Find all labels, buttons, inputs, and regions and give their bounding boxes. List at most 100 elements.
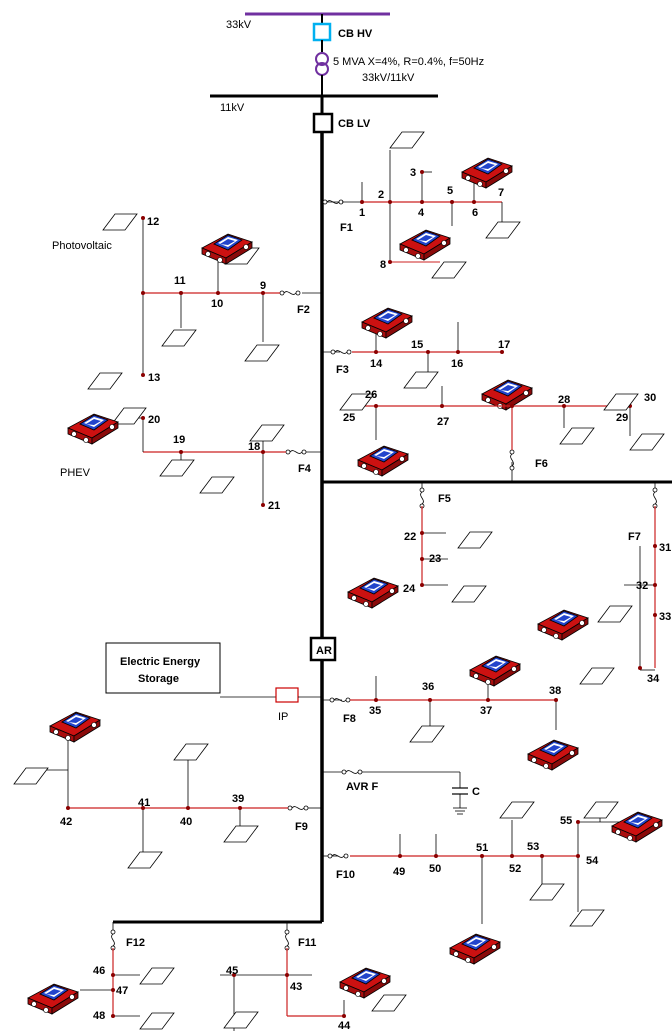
pv-panel-f3 xyxy=(403,371,439,389)
node-label-26: 26 xyxy=(365,389,377,401)
fuse-f1[interactable] xyxy=(322,199,344,205)
pv-panel-f5-b xyxy=(451,585,487,603)
node-label-24: 24 xyxy=(403,583,416,595)
ev-f1-b xyxy=(399,229,451,261)
ev-f10-b xyxy=(611,811,663,843)
node-label-9: 9 xyxy=(260,280,266,292)
ip-interface-box[interactable] xyxy=(275,687,299,703)
node-label-17: 17 xyxy=(498,339,510,351)
lv-voltage-label: 11kV xyxy=(220,102,245,114)
fuse-f3[interactable] xyxy=(330,349,352,355)
node-label-22: 22 xyxy=(404,531,416,543)
ev-f8-a xyxy=(469,655,521,687)
pv-panel-f6-d xyxy=(629,433,665,451)
node-label-46: 46 xyxy=(93,965,105,977)
pv-panel-f6-c xyxy=(603,393,639,411)
node-label-29: 29 xyxy=(616,412,628,424)
fuse-f10[interactable] xyxy=(327,853,349,859)
node-label-43: 43 xyxy=(290,981,302,993)
avr-feeder-label: AVR F xyxy=(346,781,378,793)
pv-panel-f1-c xyxy=(485,221,521,239)
node-label-35: 35 xyxy=(369,705,381,717)
node-label-51: 51 xyxy=(476,842,488,854)
ev-f1-a xyxy=(461,157,513,189)
node-label-8: 8 xyxy=(380,259,386,271)
pv-panel-f11-a xyxy=(223,1011,259,1029)
node-label-21: 21 xyxy=(268,500,280,512)
fuse-f11[interactable] xyxy=(284,929,290,951)
ev-f8-b xyxy=(527,739,579,771)
feeder-f3-label: F3 xyxy=(336,364,349,376)
transformer-icon[interactable] xyxy=(315,52,329,76)
node-label-12: 12 xyxy=(147,216,159,228)
pv-panel-f11-b xyxy=(371,994,407,1012)
node-label-14: 14 xyxy=(370,358,383,370)
fuse-f9[interactable] xyxy=(287,805,309,811)
node-label-15: 15 xyxy=(411,339,423,351)
pv-panel-f1-b xyxy=(431,261,467,279)
node-label-52: 52 xyxy=(509,863,521,875)
ev-f3-a xyxy=(361,307,413,339)
fuse-f5[interactable] xyxy=(419,487,425,509)
node-label-4: 4 xyxy=(418,207,425,219)
pv-panel-f7-b xyxy=(579,667,615,685)
ev-f7 xyxy=(537,609,589,641)
auto-recloser[interactable] xyxy=(309,636,337,662)
pv-panel-f4-c xyxy=(199,476,235,494)
node-label-23: 23 xyxy=(429,553,441,565)
cb-hv-breaker[interactable] xyxy=(312,22,332,42)
electric-energy-storage-box[interactable] xyxy=(105,642,221,694)
ev-f6 xyxy=(357,445,409,477)
feeder-f8-label: F8 xyxy=(343,713,356,725)
node-label-3: 3 xyxy=(410,167,416,179)
transformer-spec: 5 MVA X=4%, R=0.4%, f=50Hz xyxy=(333,56,484,68)
node-label-34: 34 xyxy=(647,673,660,685)
fuse-f4[interactable] xyxy=(285,449,307,455)
fuse-f2[interactable] xyxy=(279,290,301,296)
fuse-f8[interactable] xyxy=(329,697,351,703)
pv-panel-f9-a xyxy=(13,767,49,785)
node-label-28: 28 xyxy=(558,394,570,406)
ev-f12 xyxy=(27,983,79,1015)
node-label-54: 54 xyxy=(586,855,599,867)
pv-panel-f10-d xyxy=(569,909,605,927)
pv-panel-f5-a xyxy=(457,531,493,549)
feeder-f1-label: F1 xyxy=(340,222,353,234)
cb-lv-breaker[interactable] xyxy=(312,112,334,134)
node-label-37: 37 xyxy=(480,705,492,717)
pv-panel-f2-c xyxy=(161,329,197,347)
ees-label-line2: Storage xyxy=(138,673,179,685)
fuse-f12[interactable] xyxy=(110,929,116,951)
cb-hv-label: CB HV xyxy=(338,28,373,40)
node-label-7: 7 xyxy=(498,187,504,199)
node-label-55: 55 xyxy=(560,815,572,827)
node-label-49: 49 xyxy=(393,866,405,878)
node-label-31: 31 xyxy=(659,542,671,554)
fuse-f7[interactable] xyxy=(652,487,658,509)
node-label-33: 33 xyxy=(659,611,671,623)
pv-panel-f2-d xyxy=(244,344,280,362)
ev-f9 xyxy=(49,711,101,743)
pv-panel-f7-a xyxy=(597,605,633,623)
feeder-f6-label: F6 xyxy=(535,458,548,470)
node-label-18: 18 xyxy=(248,441,260,453)
feeder-f4-label: F4 xyxy=(298,463,312,475)
node-label-30: 30 xyxy=(644,392,656,404)
node-label-38: 38 xyxy=(549,685,561,697)
ev-f5 xyxy=(347,577,399,609)
pv-panel-f10-a xyxy=(499,801,535,819)
photovoltaic-label: Photovoltaic xyxy=(52,240,112,252)
fuse-f6[interactable] xyxy=(509,449,515,471)
capacitor-label: C xyxy=(472,786,480,798)
node-label-50: 50 xyxy=(429,863,441,875)
pv-panel-f2-e xyxy=(87,372,123,390)
hv-voltage-label: 33kV xyxy=(226,19,252,31)
feeder-f10-label: F10 xyxy=(336,869,355,881)
fuse-avr[interactable] xyxy=(341,769,363,775)
pv-panel-f1-a xyxy=(389,131,425,149)
cb-lv-label: CB LV xyxy=(338,118,371,130)
node-label-40: 40 xyxy=(180,816,192,828)
node-label-41: 41 xyxy=(138,797,150,809)
pv-panel-f4-b xyxy=(159,459,195,477)
